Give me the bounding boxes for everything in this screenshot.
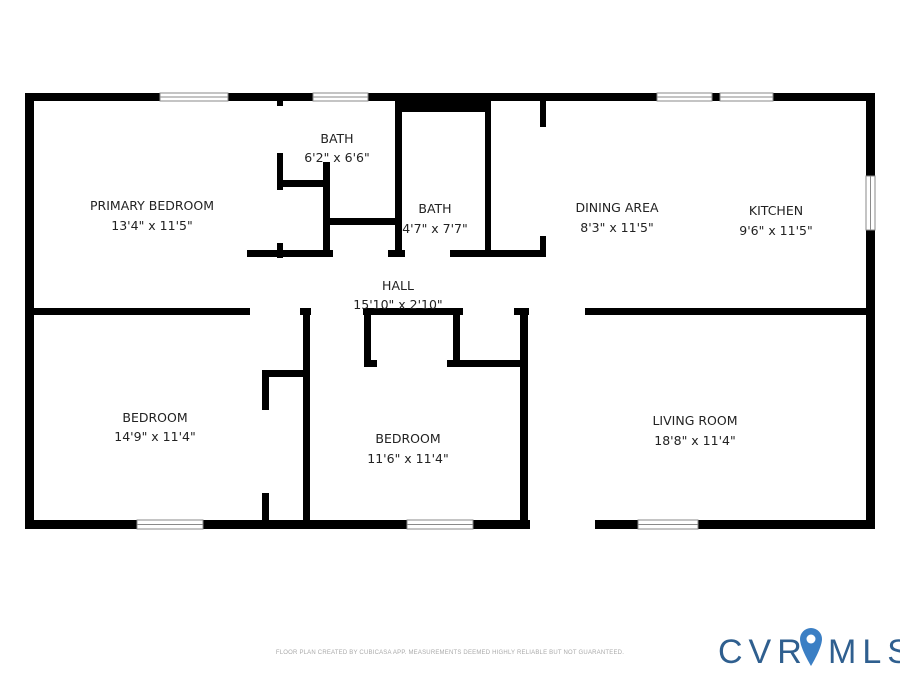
room-size: 8'3" x 11'5": [580, 220, 653, 235]
room-kitchen: KITCHEN 9'6" x 11'5": [739, 203, 812, 238]
room-size: 11'6" x 11'4": [367, 451, 448, 466]
room-hall: HALL 15'10" x 2'10": [353, 278, 442, 312]
wall: [303, 308, 310, 520]
wall: [262, 370, 269, 410]
room-bedroom-2: BEDROOM 11'6" x 11'4": [367, 431, 448, 466]
location-pin-icon: [800, 628, 822, 666]
window: [865, 175, 876, 231]
window: [406, 519, 474, 530]
walls: [25, 93, 875, 529]
wall: [262, 370, 303, 377]
room-size: 18'8" x 11'4": [654, 433, 735, 448]
wall: [323, 162, 330, 255]
room-bath-1: BATH 6'2" x 6'6": [304, 131, 370, 165]
wall: [520, 308, 528, 520]
room-name: BEDROOM: [375, 431, 440, 446]
room-name: PRIMARY BEDROOM: [90, 198, 214, 213]
room-size: 15'10" x 2'10": [353, 297, 442, 312]
room-size: 4'7" x 7'7": [402, 221, 468, 236]
wall: [540, 93, 546, 127]
wall: [866, 93, 875, 529]
wall: [262, 493, 269, 520]
window: [312, 92, 369, 102]
room-name: BEDROOM: [122, 410, 187, 425]
wall: [277, 153, 283, 190]
wall: [447, 360, 520, 367]
room-bedroom-1: BEDROOM 14'9" x 11'4": [114, 410, 195, 444]
wall: [363, 308, 463, 315]
wall: [364, 360, 377, 367]
svg-text:MLS: MLS: [828, 633, 900, 671]
wall: [485, 101, 491, 257]
room-size: 13'4" x 11'5": [111, 218, 192, 233]
room-name: HALL: [382, 278, 414, 293]
room-size: 6'2" x 6'6": [304, 150, 370, 165]
room-size: 9'6" x 11'5": [739, 223, 812, 238]
wall: [585, 308, 866, 315]
window: [656, 92, 713, 102]
wall: [283, 180, 323, 187]
wall: [277, 101, 283, 106]
wall: [540, 236, 546, 257]
wall: [388, 250, 405, 257]
wall: [364, 308, 371, 367]
disclaimer: FLOOR PLAN CREATED BY CUBICASA APP. MEAS…: [276, 650, 624, 656]
room-living-room: LIVING ROOM 18'8" x 11'4": [652, 413, 737, 448]
room-name: LIVING ROOM: [652, 413, 737, 428]
room-primary-bedroom: PRIMARY BEDROOM 13'4" x 11'5": [90, 198, 214, 233]
window: [136, 519, 204, 530]
wall: [247, 250, 333, 257]
room-name: KITCHEN: [749, 203, 803, 218]
room-name: BATH: [418, 201, 451, 216]
room-name: BATH: [320, 131, 353, 146]
wall: [395, 101, 402, 257]
wall: [25, 520, 530, 529]
svg-text:CVR: CVR: [718, 633, 808, 671]
room-name: DINING AREA: [575, 200, 658, 215]
window: [159, 92, 229, 102]
windows: [136, 92, 876, 530]
window: [719, 92, 774, 102]
room-dining-area: DINING AREA 8'3" x 11'5": [575, 200, 658, 235]
window: [637, 519, 699, 530]
wall: [395, 93, 490, 112]
room-size: 14'9" x 11'4": [114, 429, 195, 444]
wall: [330, 218, 395, 225]
wall: [453, 308, 460, 367]
wall: [595, 520, 875, 529]
wall: [450, 250, 542, 257]
wall: [25, 308, 250, 315]
cvrmls-logo: CVR MLS: [718, 628, 900, 671]
room-bath-2: BATH 4'7" x 7'7": [402, 201, 468, 236]
